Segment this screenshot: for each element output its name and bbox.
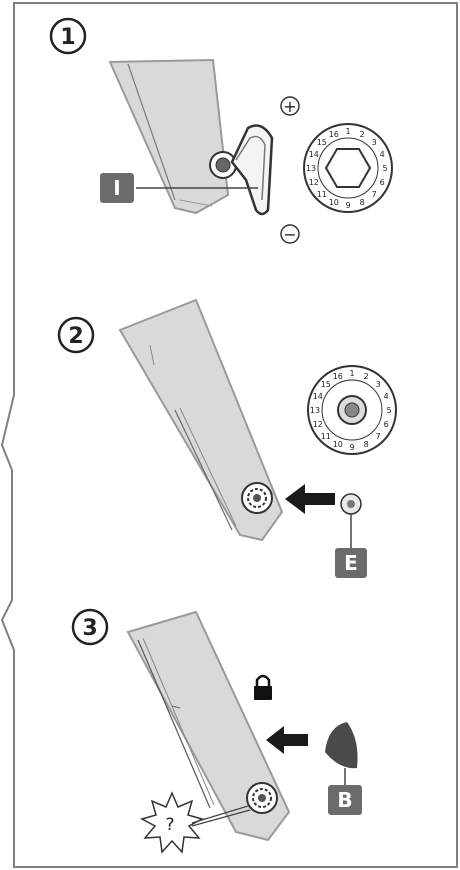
dial-number: 12	[313, 420, 323, 429]
dial-number: 13	[306, 164, 316, 173]
step-number-badge: 1	[51, 19, 85, 53]
dial-number: 11	[317, 190, 327, 199]
cam-lock-icon	[210, 152, 236, 178]
dial-number: 8	[360, 198, 365, 207]
dial-number: 9	[345, 201, 350, 210]
plus-sign-icon: +	[281, 97, 299, 116]
part-label-badge: I	[100, 173, 134, 203]
dial-number: 7	[376, 432, 381, 441]
part-label-badge: E	[335, 548, 367, 578]
part-label: E	[344, 551, 358, 575]
svg-text:+: +	[283, 97, 296, 116]
minus-sign-icon: −	[281, 225, 299, 244]
cam-lock-icon	[247, 783, 277, 813]
dial-number: 3	[372, 138, 377, 147]
dial-number: 9	[349, 443, 354, 452]
dial-number: 6	[384, 420, 389, 429]
dial-number: 4	[384, 392, 389, 401]
dial-number: 5	[382, 164, 387, 173]
dial-number: 6	[380, 178, 385, 187]
callout-text: ?	[165, 815, 174, 835]
dial-number: 2	[364, 372, 369, 381]
part-label: I	[113, 176, 120, 200]
dial-number: 10	[329, 198, 339, 207]
dial-number: 11	[321, 432, 331, 441]
hex-key-icon	[232, 126, 272, 214]
step-number: 3	[82, 616, 97, 641]
dial-number: 10	[333, 440, 343, 449]
dial-number: 8	[364, 440, 369, 449]
step-number-badge: 3	[73, 610, 107, 644]
dial-number: 2	[360, 130, 365, 139]
dial-number: 16	[333, 372, 343, 381]
svg-text:−: −	[283, 225, 296, 244]
step-number-badge: 2	[59, 318, 93, 352]
left-arrow-icon	[266, 726, 308, 754]
dial-number: 5	[386, 406, 391, 415]
dial-number: 7	[372, 190, 377, 199]
cam-bolt-icon	[341, 494, 361, 514]
dial-number: 16	[329, 130, 339, 139]
left-arrow-icon	[285, 484, 335, 514]
dial-number: 15	[321, 380, 331, 389]
dial-number: 4	[380, 150, 385, 159]
dial-number: 14	[313, 392, 323, 401]
cap-part-icon	[325, 722, 358, 768]
part-label: B	[337, 788, 352, 812]
step-number: 1	[60, 25, 75, 50]
padlock-icon	[254, 676, 272, 700]
dial-number: 12	[309, 178, 319, 187]
dial-number: 3	[376, 380, 381, 389]
dial-number: 13	[310, 406, 320, 415]
dial-number: 1	[349, 369, 354, 378]
step-number: 2	[68, 324, 83, 349]
dial-number: 15	[317, 138, 327, 147]
dial-number: 14	[309, 150, 319, 159]
part-label-badge: B	[328, 785, 362, 815]
step-1: 1 + − I	[51, 19, 392, 244]
cam-lock-icon	[242, 483, 272, 513]
step-3: 3 B ?	[73, 610, 362, 852]
dial-number: 1	[345, 127, 350, 136]
